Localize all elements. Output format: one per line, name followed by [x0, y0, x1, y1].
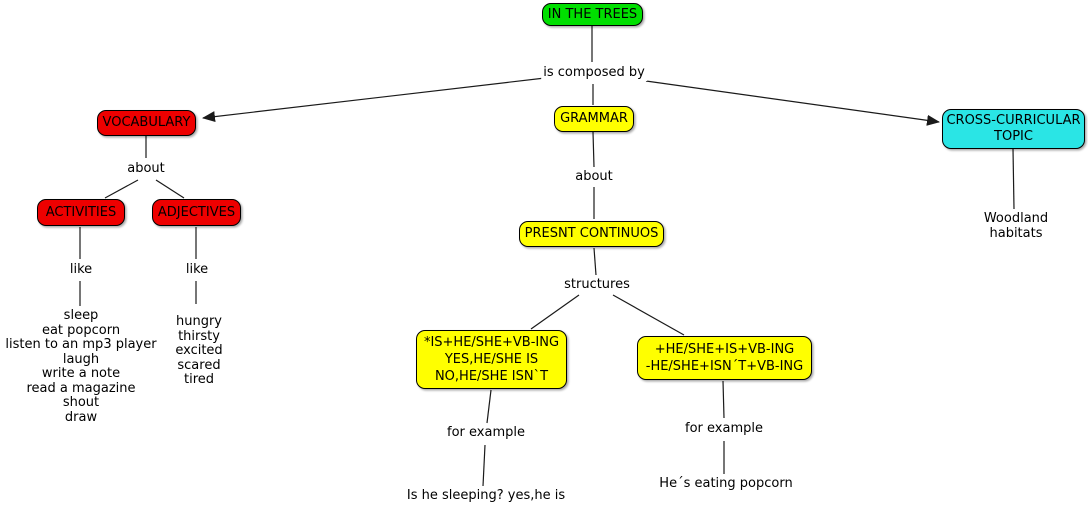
leaf-woodland-habitats[interactable]: Woodland habitats [980, 211, 1052, 241]
leaf-example-question[interactable]: Is he sleeping? yes,he is [404, 488, 568, 504]
edge-present-structures [593, 247, 597, 276]
link-about-vocabulary[interactable]: about [125, 161, 167, 177]
node-structure-question[interactable]: *IS+HE/SHE+VB-ING YES,HE/SHE IS NO,HE/SH… [416, 330, 567, 389]
link-for-example-statement[interactable]: for example [683, 421, 765, 437]
leaf-activities-list[interactable]: sleep eat popcorn listen to an mp3 playe… [3, 308, 159, 425]
link-like-activities[interactable]: like [67, 262, 95, 278]
node-present-continuous[interactable]: PRESNT CONTINUOS [519, 221, 664, 247]
edge-label-vocabulary [202, 77, 546, 123]
edge-structures-right [612, 294, 685, 336]
link-about-grammar[interactable]: about [573, 169, 615, 185]
node-in-the-trees[interactable]: IN THE TREES [542, 3, 643, 26]
link-like-adjectives[interactable]: like [183, 262, 211, 278]
edge-label-cross [645, 80, 940, 126]
node-cross-curricular-topic[interactable]: CROSS-CURRICULAR TOPIC [942, 109, 1085, 149]
leaf-example-statement[interactable]: He´s eating popcorn [657, 476, 795, 492]
edge-forexample-question [482, 444, 486, 487]
leaf-adjectives-list[interactable]: hungry thirsty excited scared tired [173, 314, 225, 388]
edge-structures-left [530, 294, 580, 330]
node-grammar[interactable]: GRAMMAR [554, 106, 634, 132]
node-activities[interactable]: ACTIVITIES [37, 199, 125, 226]
edge-right-forexample [722, 380, 725, 419]
edge-about-adjectives [155, 179, 185, 199]
link-is-composed-by[interactable]: is composed by [541, 65, 647, 81]
edge-left-forexample [486, 389, 492, 424]
edge-cross-woodland [1012, 148, 1015, 210]
edge-about-activities [104, 179, 139, 199]
node-structure-affirm-negative[interactable]: +HE/SHE+IS+VB-ING -HE/SHE+ISN´T+VB-ING [637, 336, 812, 380]
node-vocabulary[interactable]: VOCABULARY [97, 110, 196, 136]
link-for-example-question[interactable]: for example [445, 425, 527, 441]
link-structures[interactable]: structures [562, 277, 632, 293]
edge-grammar-about [592, 131, 595, 168]
node-adjectives[interactable]: ADJECTIVES [152, 199, 241, 226]
